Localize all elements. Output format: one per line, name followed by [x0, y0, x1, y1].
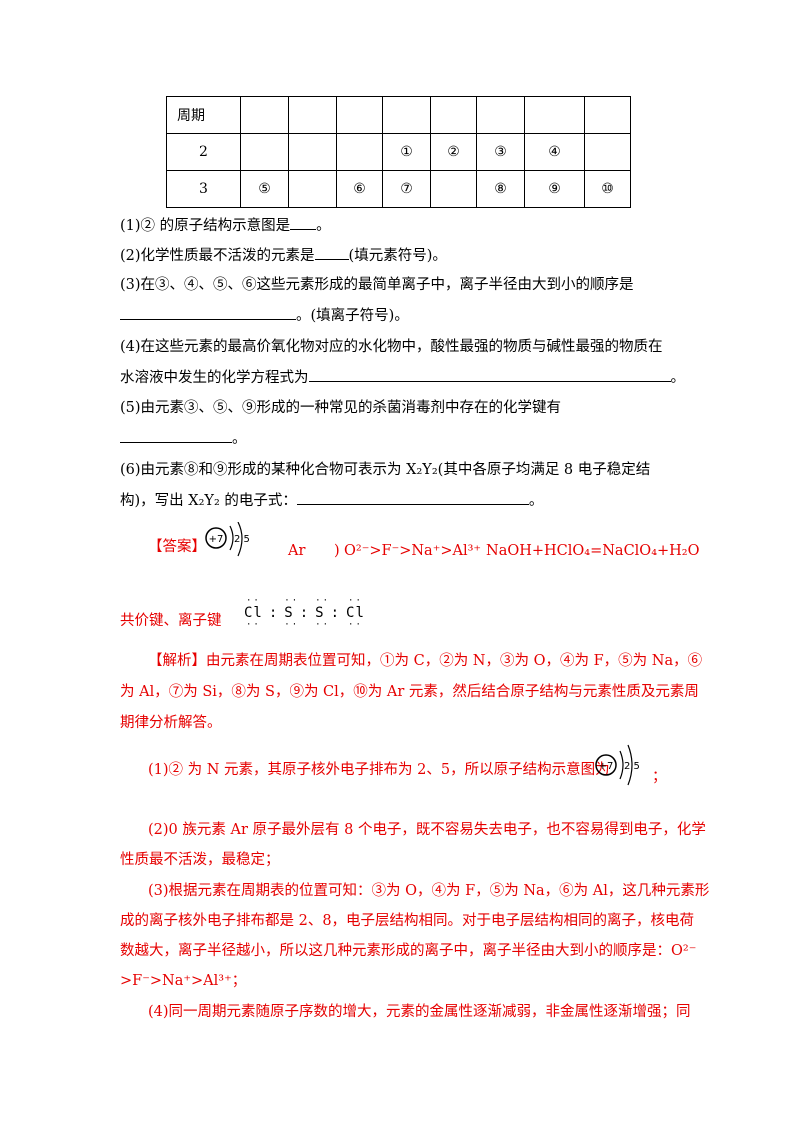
question-6: (6)由元素⑧和⑨形成的某种化合物可表示为 X₂Y₂(其中各原子均满足 8 电子… — [120, 462, 651, 478]
table-cell: 2 — [166, 133, 241, 171]
question-6-cont: 构)，写出 X₂Y₂ 的电子式：。 — [120, 490, 543, 511]
table-cell — [288, 133, 337, 171]
analysis-part-3-cont-3: >F⁻>Na⁺>Al³⁺； — [120, 973, 247, 989]
lewis-atom: ··S·· — [315, 596, 331, 630]
answer-ions: O²⁻>F⁻>Na⁺>Al³⁺ — [344, 543, 482, 559]
table-cell — [524, 96, 585, 134]
analysis-line-3: 期律分析解答。 — [120, 715, 222, 731]
question-2: (2)化学性质最不活泼的元素是(填元素符号)。 — [120, 245, 447, 266]
answer-ar: Ar — [288, 543, 306, 559]
atom-shells-label-2: 2 5 — [624, 761, 640, 772]
table-cell: ⑩ — [584, 170, 631, 208]
question-3-cont: 。(填离子符号)。 — [120, 305, 409, 326]
lewis-symbol: S — [284, 605, 294, 621]
lewis-atom: ··Cl·· — [244, 596, 263, 630]
table-cell: 周期 — [166, 96, 241, 134]
lewis-bond-pair: : — [299, 605, 310, 621]
answer-equation: NaOH+HClO₄=NaClO₄+H₂O — [486, 543, 700, 559]
question-1: (1)② 的原子结构示意图是。 — [120, 215, 331, 236]
lewis-bond-pair: : — [268, 605, 279, 621]
table-row: 周期 — [166, 96, 631, 134]
table-cell: ③ — [476, 133, 525, 171]
table-cell: ⑨ — [524, 170, 585, 208]
analysis-part-3-cont-1: 成的离子核外电子排布都是 2、8，电子层结构相同。对于电子层结构相同的离子，核电… — [120, 913, 695, 929]
lewis-symbol: S — [315, 605, 325, 621]
question-5-cont: 。 — [120, 428, 247, 449]
table-cell — [336, 96, 383, 134]
lewis-symbol: Cl — [346, 605, 365, 621]
question-5: (5)由元素③、⑤、⑨形成的一种常见的杀菌消毒剂中存在的化学键有 — [120, 400, 562, 416]
table-cell — [288, 170, 337, 208]
table-cell: ① — [382, 133, 431, 171]
lewis-symbol: Cl — [244, 605, 263, 621]
table-cell — [430, 96, 477, 134]
question-4-cont: 水溶液中发生的化学方程式为。 — [120, 367, 685, 388]
table-cell — [584, 133, 631, 171]
analysis-part-2-cont: 性质最不活泼，最稳定； — [120, 852, 280, 868]
table-cell — [430, 170, 477, 208]
answer-paren: ) — [334, 543, 340, 559]
table-cell: ② — [430, 133, 477, 171]
lewis-bond-pair: : — [330, 605, 341, 621]
analysis-part-4: (4)同一周期元素随原子序数的增大，元素的金属性逐渐减弱，非金属性逐渐增强；同 — [148, 1004, 691, 1020]
analysis-part-3-cont-2: 数越大，离子半径越小，所以这几种元素形成的离子中，离子半径由大到小的顺序是：O²… — [120, 943, 697, 959]
table-cell: ⑧ — [476, 170, 525, 208]
answer-bonds: 共价键、离子键 — [120, 613, 222, 629]
analysis-part-1: (1)② 为 N 元素，其原子核外电子排布为 2、5，所以原子结构示意图为 — [148, 762, 610, 778]
table-cell — [240, 133, 289, 171]
table-cell — [240, 96, 289, 134]
nitrogen-atom-diagram-icon-2: +7 2 5 — [595, 744, 640, 786]
table-cell: ⑤ — [240, 170, 289, 208]
atom-shells-label: 2 5 — [234, 534, 250, 545]
table-cell — [288, 96, 337, 134]
lewis-atom: ··S·· — [284, 596, 300, 630]
nitrogen-atom-diagram-icon: +7 2 5 — [205, 522, 250, 557]
atom-nucleus-label-2: +7 — [599, 761, 614, 772]
table-cell — [584, 96, 631, 134]
table-cell: ⑦ — [382, 170, 431, 208]
analysis-part-2: (2)0 族元素 Ar 原子最外层有 8 个电子，既不容易失去电子，也不容易得到… — [148, 822, 706, 838]
lewis-atom: ··Cl·· — [346, 596, 365, 630]
atom-nucleus-label: +7 — [209, 534, 224, 545]
analysis-line-2: 为 Al，⑦为 Si，⑧为 S，⑨为 Cl，⑩为 Ar 元素，然后结合原子结构与… — [120, 684, 699, 700]
analysis-part-1-end: ； — [652, 769, 667, 785]
question-4: (4)在这些元素的最高价氧化物对应的水化物中，酸性最强的物质与碱性最强的物质在 — [120, 339, 663, 355]
question-3: (3)在③、④、⑤、⑥这些元素形成的最简单离子中，离子半径由大到小的顺序是 — [120, 277, 634, 293]
analysis-line-1: 【解析】由元素在周期表位置可知，①为 C，②为 N，③为 O，④为 F，⑤为 N… — [148, 653, 703, 669]
table-cell: 3 — [166, 170, 241, 208]
table-cell — [336, 133, 383, 171]
answer-label: 【答案】 — [148, 539, 206, 555]
table-cell: ⑥ — [336, 170, 383, 208]
table-cell — [476, 96, 525, 134]
s2cl2-lewis-structure: ··Cl··:··S··:··S··:··Cl·· — [244, 596, 371, 630]
table-cell — [382, 96, 431, 134]
table-cell: ④ — [524, 133, 585, 171]
analysis-part-3: (3)根据元素在周期表的位置可知：③为 O，④为 F，⑤为 Na，⑥为 Al，这… — [148, 883, 710, 899]
